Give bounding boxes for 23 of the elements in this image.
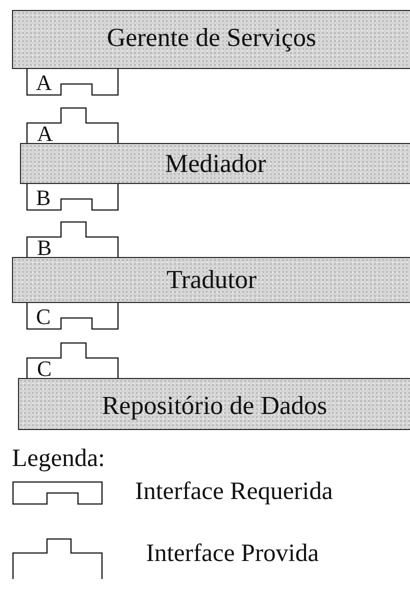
interface-letter: B xyxy=(36,187,51,209)
legend-heading: Legenda: xyxy=(12,446,106,471)
layer-band xyxy=(18,378,410,430)
provided-interface-symbol xyxy=(27,222,118,257)
provided-interface-symbol xyxy=(27,343,118,378)
layer-name: Tradutor xyxy=(165,267,258,293)
layer-name: Mediador xyxy=(164,151,268,177)
layer-band xyxy=(20,143,410,184)
interface-letter: A xyxy=(36,72,52,94)
layer-name: Gerente de Serviços xyxy=(106,25,318,51)
required-interface-symbol xyxy=(27,69,118,95)
required-interface-symbol xyxy=(27,184,118,210)
interface-letter: A xyxy=(37,123,53,145)
layer-name: Repositório de Dados xyxy=(100,393,328,419)
required-interface-symbol xyxy=(27,303,118,329)
interface-letter: B xyxy=(37,237,52,259)
legend-text: Interface Requerida xyxy=(135,479,333,504)
layer-band xyxy=(12,10,410,69)
interface-letter: C xyxy=(36,306,51,328)
provided-interface-symbol xyxy=(27,108,118,143)
legend-text: Interface Provida xyxy=(146,541,319,566)
layer-band xyxy=(12,257,410,303)
interface-letter: C xyxy=(37,358,52,380)
